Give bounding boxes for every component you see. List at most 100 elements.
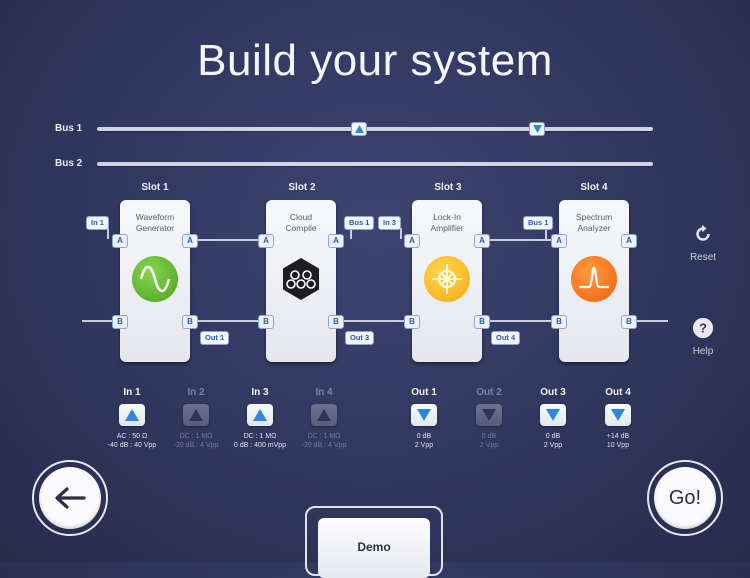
slot3-slot4-a-wire <box>486 239 556 241</box>
slot-4-port-a-in[interactable]: A <box>551 234 567 248</box>
slot-3-port-b-in[interactable]: B <box>404 315 420 329</box>
input-spec: DC : 1 MΩ-20 dB : 4 Vpp <box>173 433 219 449</box>
input-2: In 2 DC : 1 MΩ-20 dB : 4 Vpp <box>164 387 228 450</box>
demo-button[interactable]: Demo <box>318 518 430 578</box>
triangle-down-icon <box>611 409 625 421</box>
output-3-button[interactable] <box>540 404 566 426</box>
output-name: Out 3 <box>540 387 566 398</box>
help-label: Help <box>692 346 714 357</box>
triangle-up-icon <box>125 409 139 421</box>
slot-2-port-a-out[interactable]: A <box>328 234 344 248</box>
input-4-button[interactable] <box>311 404 337 426</box>
slot-4-label: Slot 4 <box>580 182 608 193</box>
slot-2-port-b-in[interactable]: B <box>258 315 274 329</box>
slot1-in-wire <box>107 228 109 239</box>
slot-3-label: Slot 3 <box>434 182 462 193</box>
triangle-up-icon <box>253 409 267 421</box>
slot-3-port-a-in[interactable]: A <box>404 234 420 248</box>
slot-1-port-b-out[interactable]: B <box>182 315 198 329</box>
triangle-down-icon <box>417 409 431 421</box>
reset-icon <box>696 224 710 241</box>
input-1: In 1 AC : 50 Ω-40 dB : 40 Vpp <box>100 387 164 450</box>
triangle-down-icon <box>532 125 542 133</box>
output-name: Out 2 <box>476 387 502 398</box>
help-button[interactable]: ? Help <box>683 317 723 357</box>
slot2-out-wire <box>350 228 352 239</box>
bus-1-sink-handle[interactable] <box>529 122 545 136</box>
slot-1-port-a-in[interactable]: A <box>112 234 128 248</box>
slot-4-port-b-out[interactable]: B <box>621 315 637 329</box>
spectrum-peak-icon <box>571 256 617 302</box>
slot-1-port-b-in[interactable]: B <box>112 315 128 329</box>
slot-1-label: Slot 1 <box>141 182 169 193</box>
triangle-down-icon <box>482 409 496 421</box>
input-name: In 1 <box>123 387 141 398</box>
input-spec: AC : 50 Ω-40 dB : 40 Vpp <box>107 433 157 449</box>
reset-label: Reset <box>689 252 717 263</box>
output-1-button[interactable] <box>411 404 437 426</box>
slot-3-input-tag[interactable]: In 3 <box>378 216 401 230</box>
slot-2-label: Slot 2 <box>288 182 316 193</box>
input-3-button[interactable] <box>247 404 273 426</box>
input-4: In 4 DC : 1 MΩ-20 dB : 4 Vpp <box>292 387 356 450</box>
triangle-up-icon <box>317 409 331 421</box>
input-name: In 2 <box>187 387 205 398</box>
sine-wave-icon <box>132 256 178 302</box>
back-button-face <box>39 467 101 529</box>
go-label: Go! <box>668 486 702 509</box>
input-spec: DC : 1 MΩ-20 dB : 4 Vpp <box>301 433 347 449</box>
slot-2-port-b-out[interactable]: B <box>328 315 344 329</box>
slot4-in-wire <box>545 228 547 239</box>
back-button[interactable] <box>32 460 108 536</box>
slot-3-output-tag[interactable]: Out 4 <box>491 331 521 345</box>
output-2-button[interactable] <box>476 404 502 426</box>
slot-3-port-b-out[interactable]: B <box>474 315 490 329</box>
slot1-slot2-a-wire <box>194 239 262 241</box>
slot-1-port-a-out[interactable]: A <box>182 234 198 248</box>
slot3-in-wire <box>400 228 402 239</box>
output-4-button[interactable] <box>605 404 631 426</box>
input-name: In 3 <box>251 387 269 398</box>
slot-4-input-tag[interactable]: Bus 1 <box>523 216 554 230</box>
slot-1-input-tag[interactable]: In 1 <box>86 216 109 230</box>
go-button[interactable]: Go! <box>647 460 723 536</box>
slot-2-output-tag[interactable]: Bus 1 <box>344 216 375 230</box>
slot-2-output-b-tag[interactable]: Out 3 <box>345 331 375 345</box>
bus-2-label: Bus 2 <box>55 158 83 169</box>
triangle-up-icon <box>354 125 364 133</box>
input-2-button[interactable] <box>183 404 209 426</box>
arrow-left-icon <box>55 487 86 509</box>
bus-2-track[interactable] <box>97 162 653 166</box>
slot-3-port-a-out[interactable]: A <box>474 234 490 248</box>
input-1-button[interactable] <box>119 404 145 426</box>
bus-1-source-handle[interactable] <box>351 122 367 136</box>
slot-2-port-a-in[interactable]: A <box>258 234 274 248</box>
slot-4-port-a-out[interactable]: A <box>621 234 637 248</box>
help-icon: ? <box>692 317 714 339</box>
slot-4-port-b-in[interactable]: B <box>551 315 567 329</box>
output-name: Out 1 <box>411 387 437 398</box>
reset-button[interactable]: Reset <box>683 223 723 263</box>
bus-1-track[interactable] <box>97 127 653 131</box>
triangle-up-icon <box>189 409 203 421</box>
go-button-face: Go! <box>654 467 716 529</box>
slot-1-output-tag[interactable]: Out 1 <box>200 331 230 345</box>
